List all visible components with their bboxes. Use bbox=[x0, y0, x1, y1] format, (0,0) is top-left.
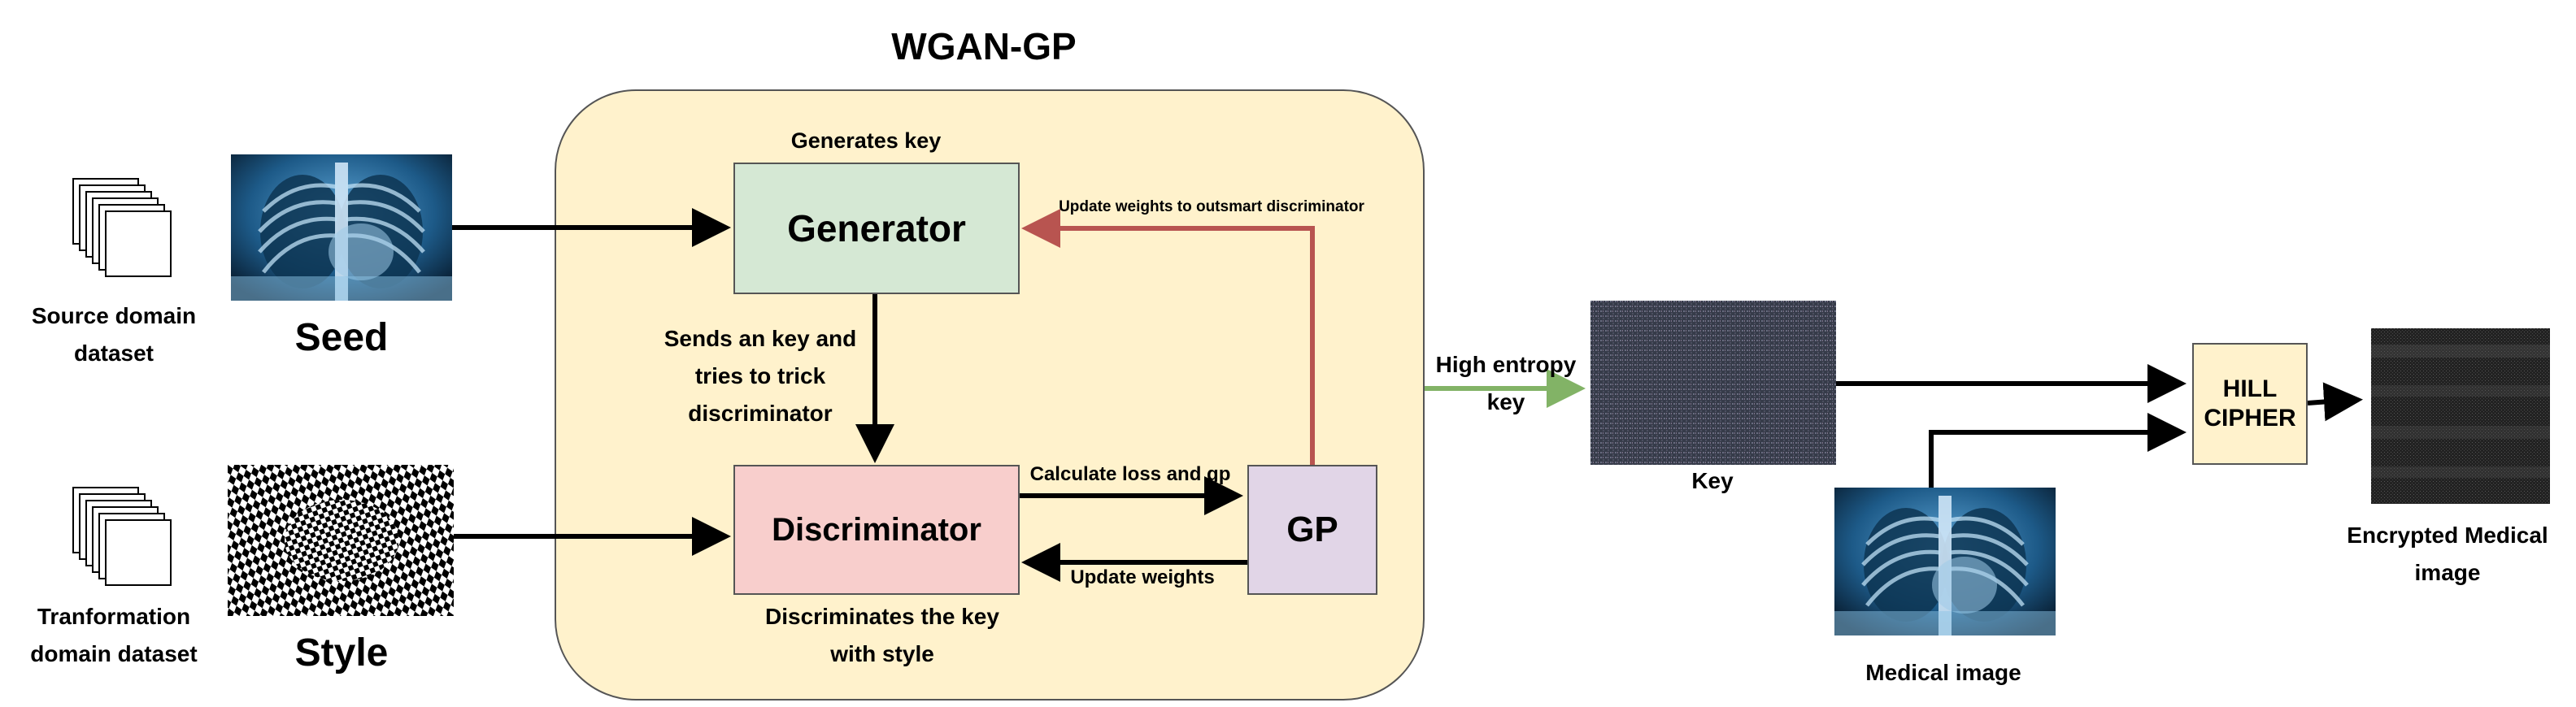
style-checker-image bbox=[228, 465, 454, 616]
generator-label: Generator bbox=[787, 207, 966, 249]
style-label: Style bbox=[294, 631, 389, 674]
hill-cipher-box: HILL CIPHER bbox=[2192, 343, 2308, 465]
seed-xray-image bbox=[231, 154, 452, 301]
key-label: Key bbox=[1691, 468, 1734, 493]
gp-to-generator-feedback-arrow bbox=[1021, 209, 1315, 465]
medical-image-label: Medical image bbox=[1865, 660, 2021, 685]
source-dataset-label: Source domain dataset bbox=[31, 303, 197, 366]
source-dataset-stack-icon bbox=[72, 178, 172, 277]
generator-box: Generator bbox=[733, 163, 1020, 294]
hill-cipher-label: HILL CIPHER bbox=[2204, 375, 2296, 432]
gp-box: GP bbox=[1247, 465, 1377, 595]
encrypted-image bbox=[2371, 328, 2550, 504]
calc-loss-label: Calculate loss and gp bbox=[1029, 463, 1231, 485]
sends-key-label: Sends an key and tries to trick discrimi… bbox=[664, 326, 857, 426]
update-outsmart-label: Update weights to outsmart discriminator bbox=[1059, 198, 1364, 215]
discriminates-label: Discriminates the key with style bbox=[765, 604, 999, 666]
medical-xray-image bbox=[1834, 488, 2056, 635]
update-weights-label: Update weights bbox=[1070, 566, 1215, 588]
medical-to-hill-arrow bbox=[1929, 413, 2187, 488]
seed-label: Seed bbox=[294, 316, 389, 359]
key-noise-image bbox=[1590, 301, 1836, 465]
high-entropy-label: High entropy key bbox=[1435, 352, 1577, 414]
transformation-dataset-label: Tranformation domain dataset bbox=[30, 604, 198, 666]
diagram-title: WGAN-GP bbox=[891, 25, 1077, 67]
discriminator-label: Discriminator bbox=[772, 511, 981, 548]
discriminator-box: Discriminator bbox=[733, 465, 1020, 595]
generates-key-label: Generates key bbox=[790, 128, 942, 153]
encrypted-label: Encrypted Medical image bbox=[2347, 523, 2548, 585]
hill-to-encrypted-arrow bbox=[2307, 382, 2363, 422]
gp-label: GP bbox=[1286, 510, 1338, 549]
transformation-dataset-stack-icon bbox=[72, 487, 172, 586]
